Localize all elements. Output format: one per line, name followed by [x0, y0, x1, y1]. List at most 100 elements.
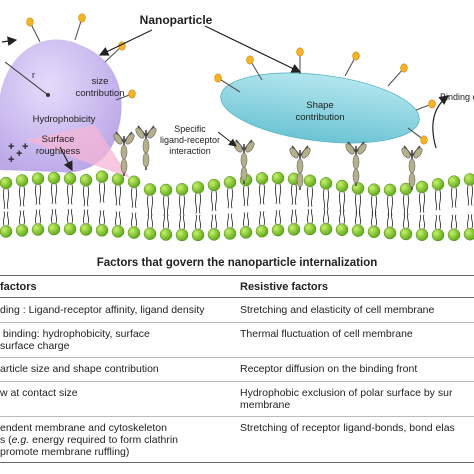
nanoparticle-title: Nanoparticle [140, 13, 213, 27]
ligand-head [246, 55, 254, 65]
header-rule [0, 297, 474, 298]
lipid-head [431, 228, 445, 242]
header-resistive-factors: Resistive factors [240, 281, 329, 293]
ligand-label-1: Specific [174, 124, 206, 134]
table-top-rule [0, 275, 474, 276]
svg-text:+: + [8, 141, 14, 153]
lipid-head [271, 171, 285, 185]
lipid-head [15, 174, 29, 187]
lipid-head [463, 227, 474, 241]
ligand-head [400, 63, 408, 73]
row-1-resistive: Stretching and elasticity of cell membra… [240, 304, 435, 316]
ligand-head [352, 51, 360, 61]
table-title: Factors that govern the nanoparticle int… [96, 257, 378, 269]
ligand-head [128, 89, 136, 99]
lipid-head [383, 226, 397, 240]
lipid-head [31, 172, 45, 185]
row-2-resistive: Thermal fluctuation of cell membrane [240, 328, 413, 340]
lipid-head [447, 228, 461, 242]
lipid-head [0, 225, 13, 238]
lipid-head [223, 227, 237, 240]
row-3-driving: article size and shape contribution [0, 363, 159, 375]
lipid-head [399, 227, 413, 241]
size-label-1: size [92, 76, 109, 87]
ligand-head [420, 135, 428, 145]
roughness-label-2: roughness [36, 146, 81, 157]
lipid-head [303, 222, 317, 236]
row-4-resistive: Hydrophobic exclusion of polar surface b… [240, 387, 453, 411]
svg-text:+: + [22, 141, 28, 153]
ellipsoidal-nanoparticle [220, 72, 420, 144]
shape-label-2: contribution [295, 112, 344, 123]
lipid-head [463, 173, 474, 186]
lipid-head [255, 224, 269, 238]
lipid-head [79, 173, 93, 187]
lipid-head [127, 226, 141, 239]
size-label-2: contribution [75, 88, 124, 99]
charge-markers: ++++ [8, 141, 28, 166]
lipid-head [319, 222, 333, 236]
row-2-driving: binding: hydrophobicity, surface surface… [0, 328, 150, 352]
lipid-head [175, 183, 189, 196]
lipid-head [351, 182, 365, 195]
lipid-head [271, 223, 285, 237]
lipid-head [31, 223, 45, 236]
lipid-head [0, 176, 13, 190]
row-divider [0, 357, 474, 358]
row-4-driving: w at contact size [0, 387, 78, 399]
lipid-head [143, 227, 157, 240]
radius-line [4, 61, 49, 96]
ligand-label-2: ligand-receptor [160, 135, 220, 145]
ligand-head [428, 99, 436, 109]
row-divider [0, 416, 474, 417]
lipid-head [95, 170, 109, 183]
row-5-resistive: Stretching of receptor ligand-bonds, bon… [240, 422, 455, 434]
lipid-head [175, 228, 189, 242]
lipid-head [319, 177, 333, 190]
lipid-head [207, 228, 221, 241]
lipid-head [63, 172, 77, 185]
lipid-head [287, 223, 301, 236]
lipid-head [15, 224, 29, 237]
spherical-nanoparticle: ++++ [0, 39, 130, 178]
lipid-head [447, 175, 461, 188]
row-3-resistive: Receptor diffusion on the binding front [240, 363, 418, 375]
roughness-label-1: Surface [42, 134, 75, 145]
header-driving-factors: factors [0, 281, 37, 293]
table-bottom-rule [0, 462, 474, 463]
lipid-head [191, 228, 205, 242]
nanoparticle-ligands [26, 13, 436, 145]
ligand-label-3: interaction [169, 146, 211, 156]
lipid-head [63, 222, 77, 236]
contact-cone [25, 125, 130, 178]
ligand-head [78, 13, 86, 23]
lipid-head [111, 225, 125, 238]
lipid-head [415, 180, 429, 194]
hydrophobicity-label: Hydrophobicity [33, 114, 96, 125]
svg-text:+: + [16, 148, 22, 160]
lipid-bilayer [0, 170, 474, 242]
factors-table: Factors that govern the nanoparticle int… [0, 247, 474, 474]
lipid-head [335, 223, 349, 236]
lipid-head [47, 222, 61, 236]
lipid-head [79, 223, 93, 236]
lipid-head [143, 183, 157, 196]
lipid-head [207, 178, 221, 192]
lipid-head [223, 176, 237, 189]
membrane-receptors [113, 125, 423, 190]
ligand-head [26, 17, 34, 27]
lipid-head [95, 224, 109, 237]
lipid-head [303, 174, 317, 188]
binding-label: Binding ev [440, 92, 474, 102]
lipid-head [351, 224, 365, 237]
row-divider [0, 322, 474, 323]
lipid-head [367, 225, 381, 239]
lipid-head [415, 228, 429, 241]
ligand-head [296, 47, 304, 57]
lipid-head [367, 183, 381, 196]
lipid-head [159, 228, 173, 241]
lipid-head [335, 179, 349, 193]
row-divider [0, 381, 474, 382]
lipid-head [47, 171, 61, 185]
lipid-head [127, 175, 141, 189]
